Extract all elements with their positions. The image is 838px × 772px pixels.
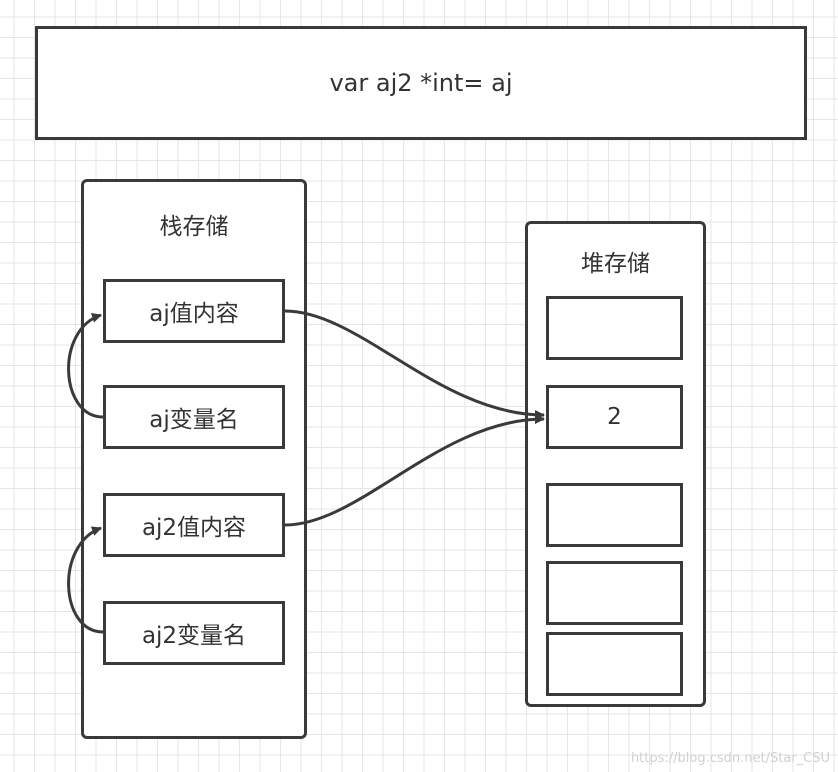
heap-cell-1 — [546, 296, 683, 360]
stack-cell-aj2-value: aj2值内容 — [103, 493, 285, 557]
arrow-aj2-name-to-value — [67, 526, 104, 634]
heap-cell-3 — [546, 483, 683, 547]
stack-cell-aj-name: aj变量名 — [103, 385, 285, 449]
arrow-aj-to-heap — [284, 309, 545, 420]
stack-storage-title: 栈存储 — [159, 214, 229, 240]
code-statement: var aj2 *int= aj — [329, 69, 513, 97]
heap-storage-title: 堆存储 — [581, 251, 650, 277]
arrow-aj2-to-heap — [284, 414, 545, 527]
watermark-text: https://blog.csdn.net/Star_CSU — [630, 751, 830, 766]
heap-cell-4 — [546, 561, 683, 625]
stack-cell-aj2-name: aj2变量名 — [103, 601, 285, 665]
heap-cell-5 — [546, 632, 683, 696]
heap-cell-2: 2 — [546, 385, 683, 449]
stack-cell-aj-value: aj值内容 — [103, 279, 285, 343]
arrow-aj-name-to-value — [67, 313, 104, 419]
code-header-box: var aj2 *int= aj — [35, 26, 807, 140]
